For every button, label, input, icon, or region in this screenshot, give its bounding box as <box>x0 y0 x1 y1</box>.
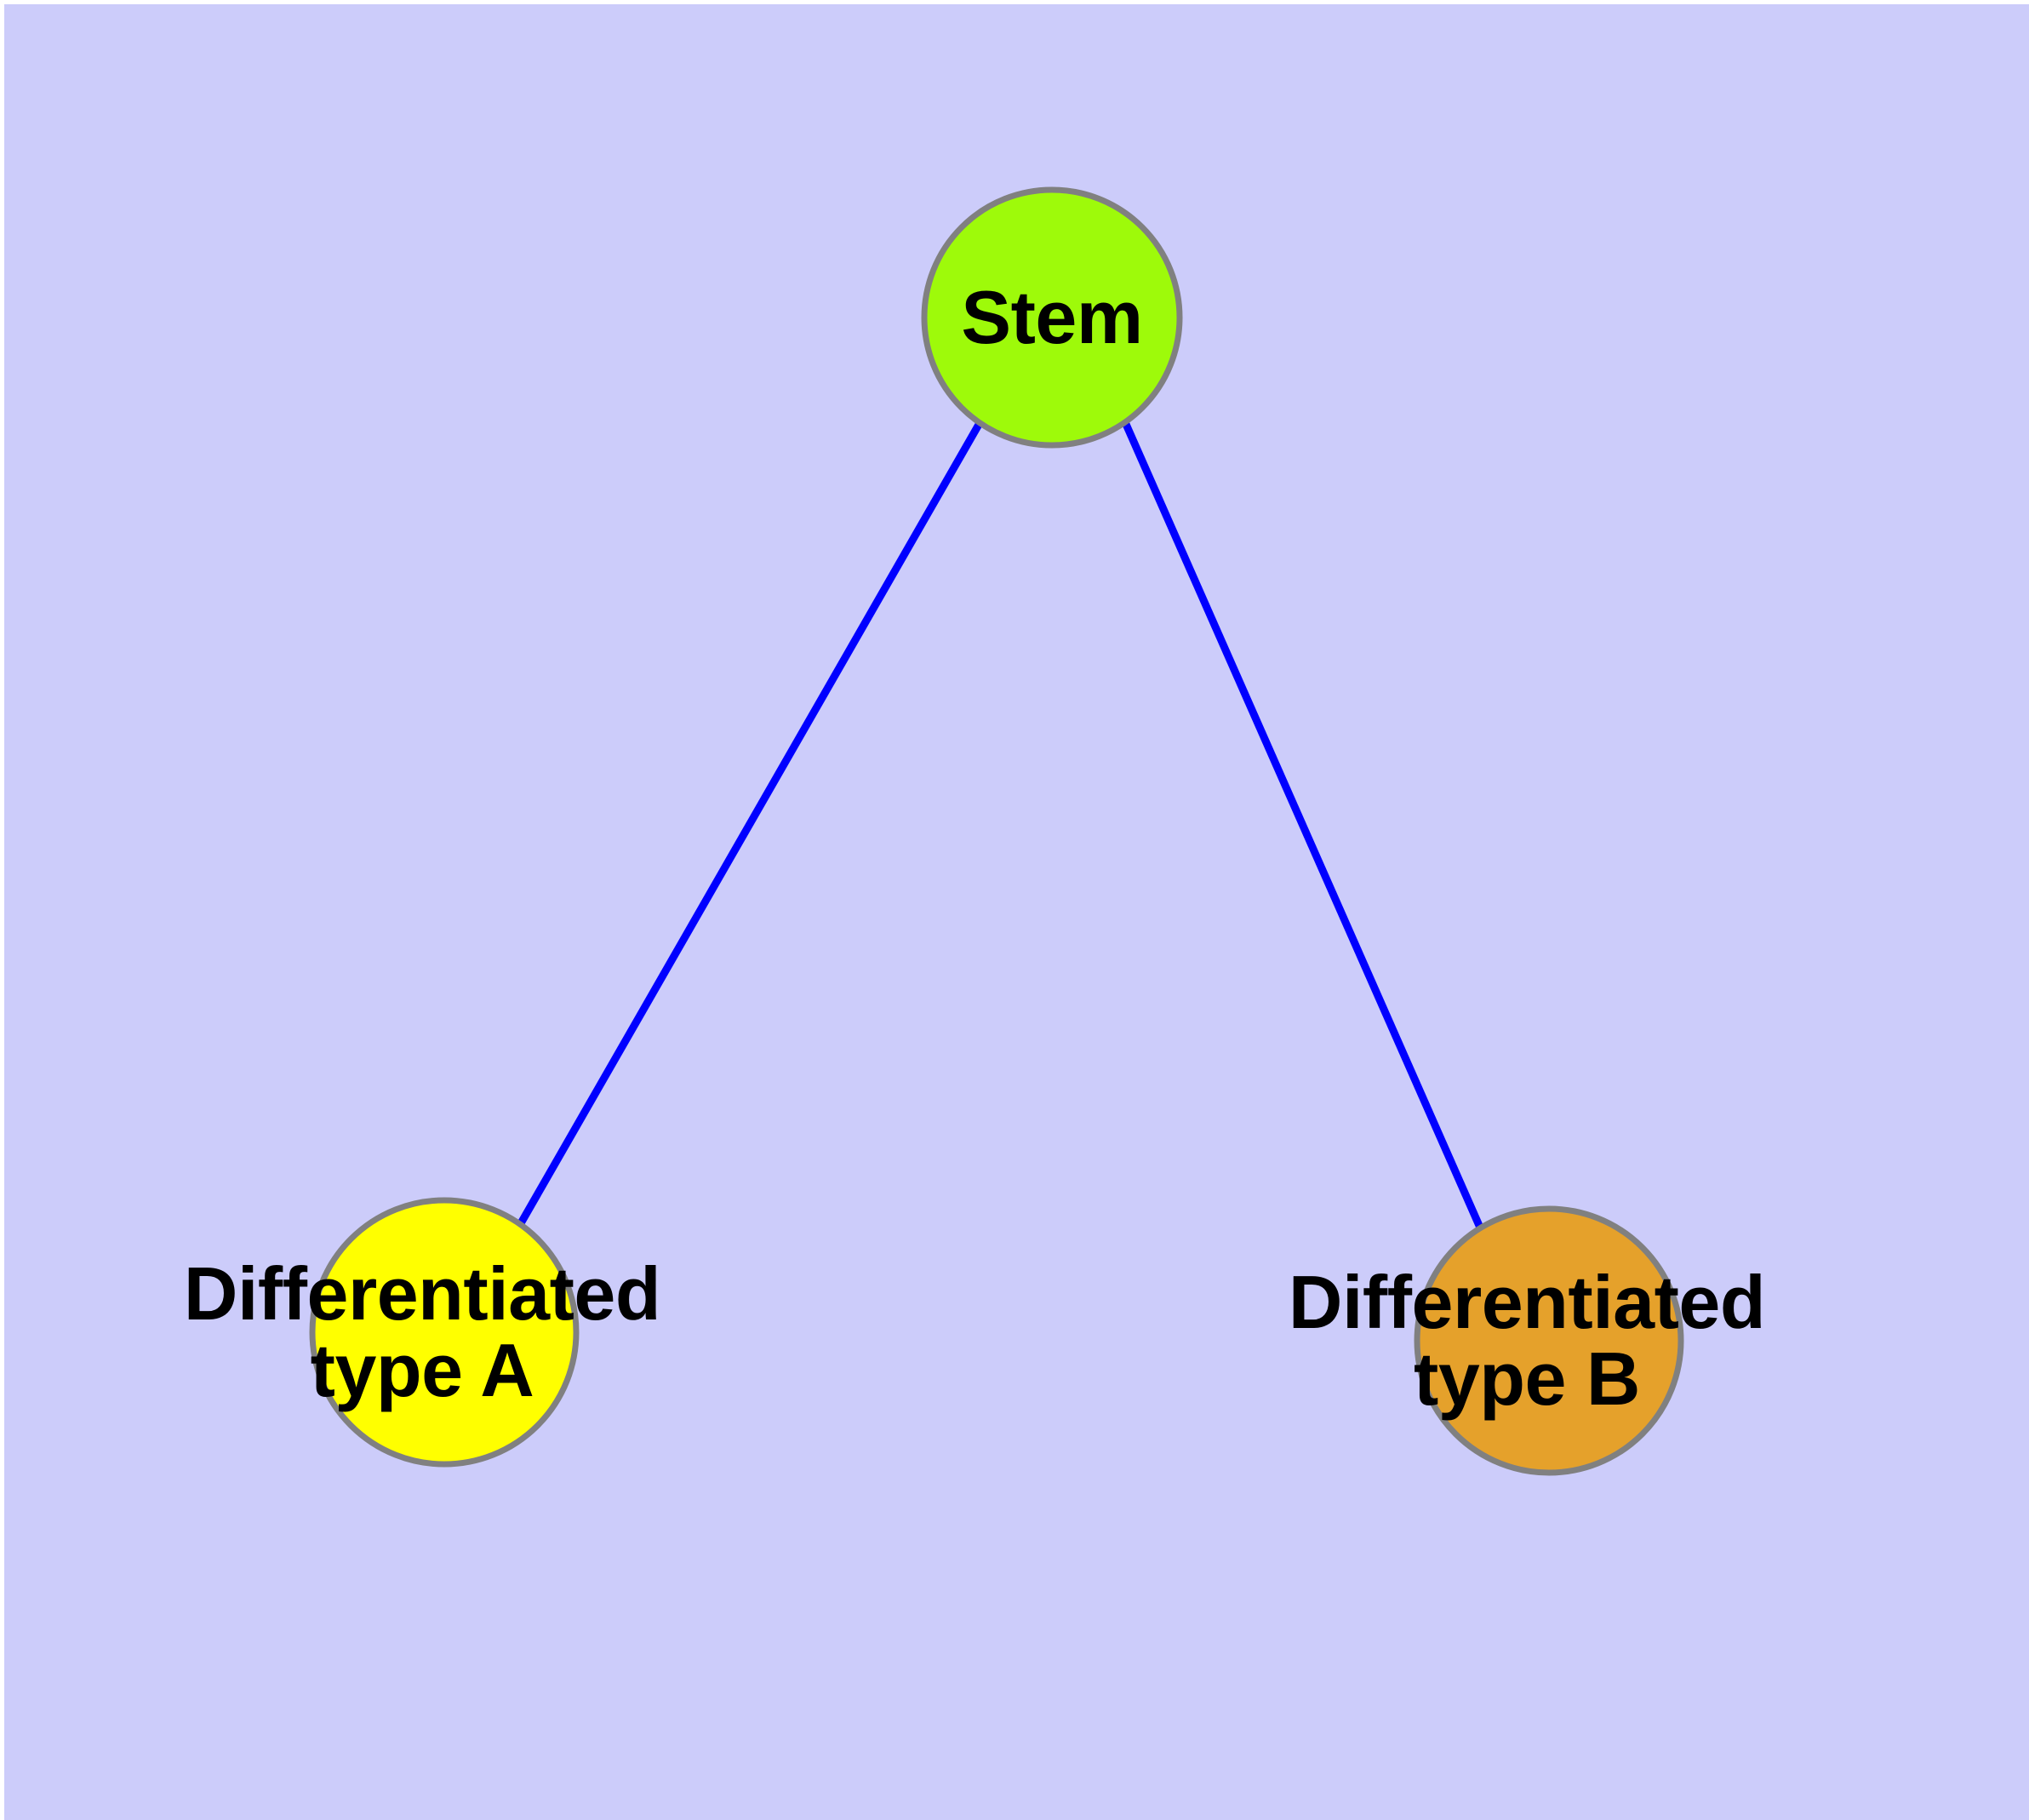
node-layer <box>309 186 1684 1476</box>
node-differentiated-type-b-circle[interactable] <box>1414 1205 1684 1476</box>
edge-stem-to-differentiated-type-a[interactable] <box>517 421 983 1226</box>
node-differentiated-type-a-circle[interactable] <box>309 1197 580 1468</box>
node-stem-circle[interactable] <box>921 186 1183 449</box>
edge-layer <box>517 421 1484 1229</box>
edge-stem-to-differentiated-type-b[interactable] <box>1121 421 1484 1229</box>
